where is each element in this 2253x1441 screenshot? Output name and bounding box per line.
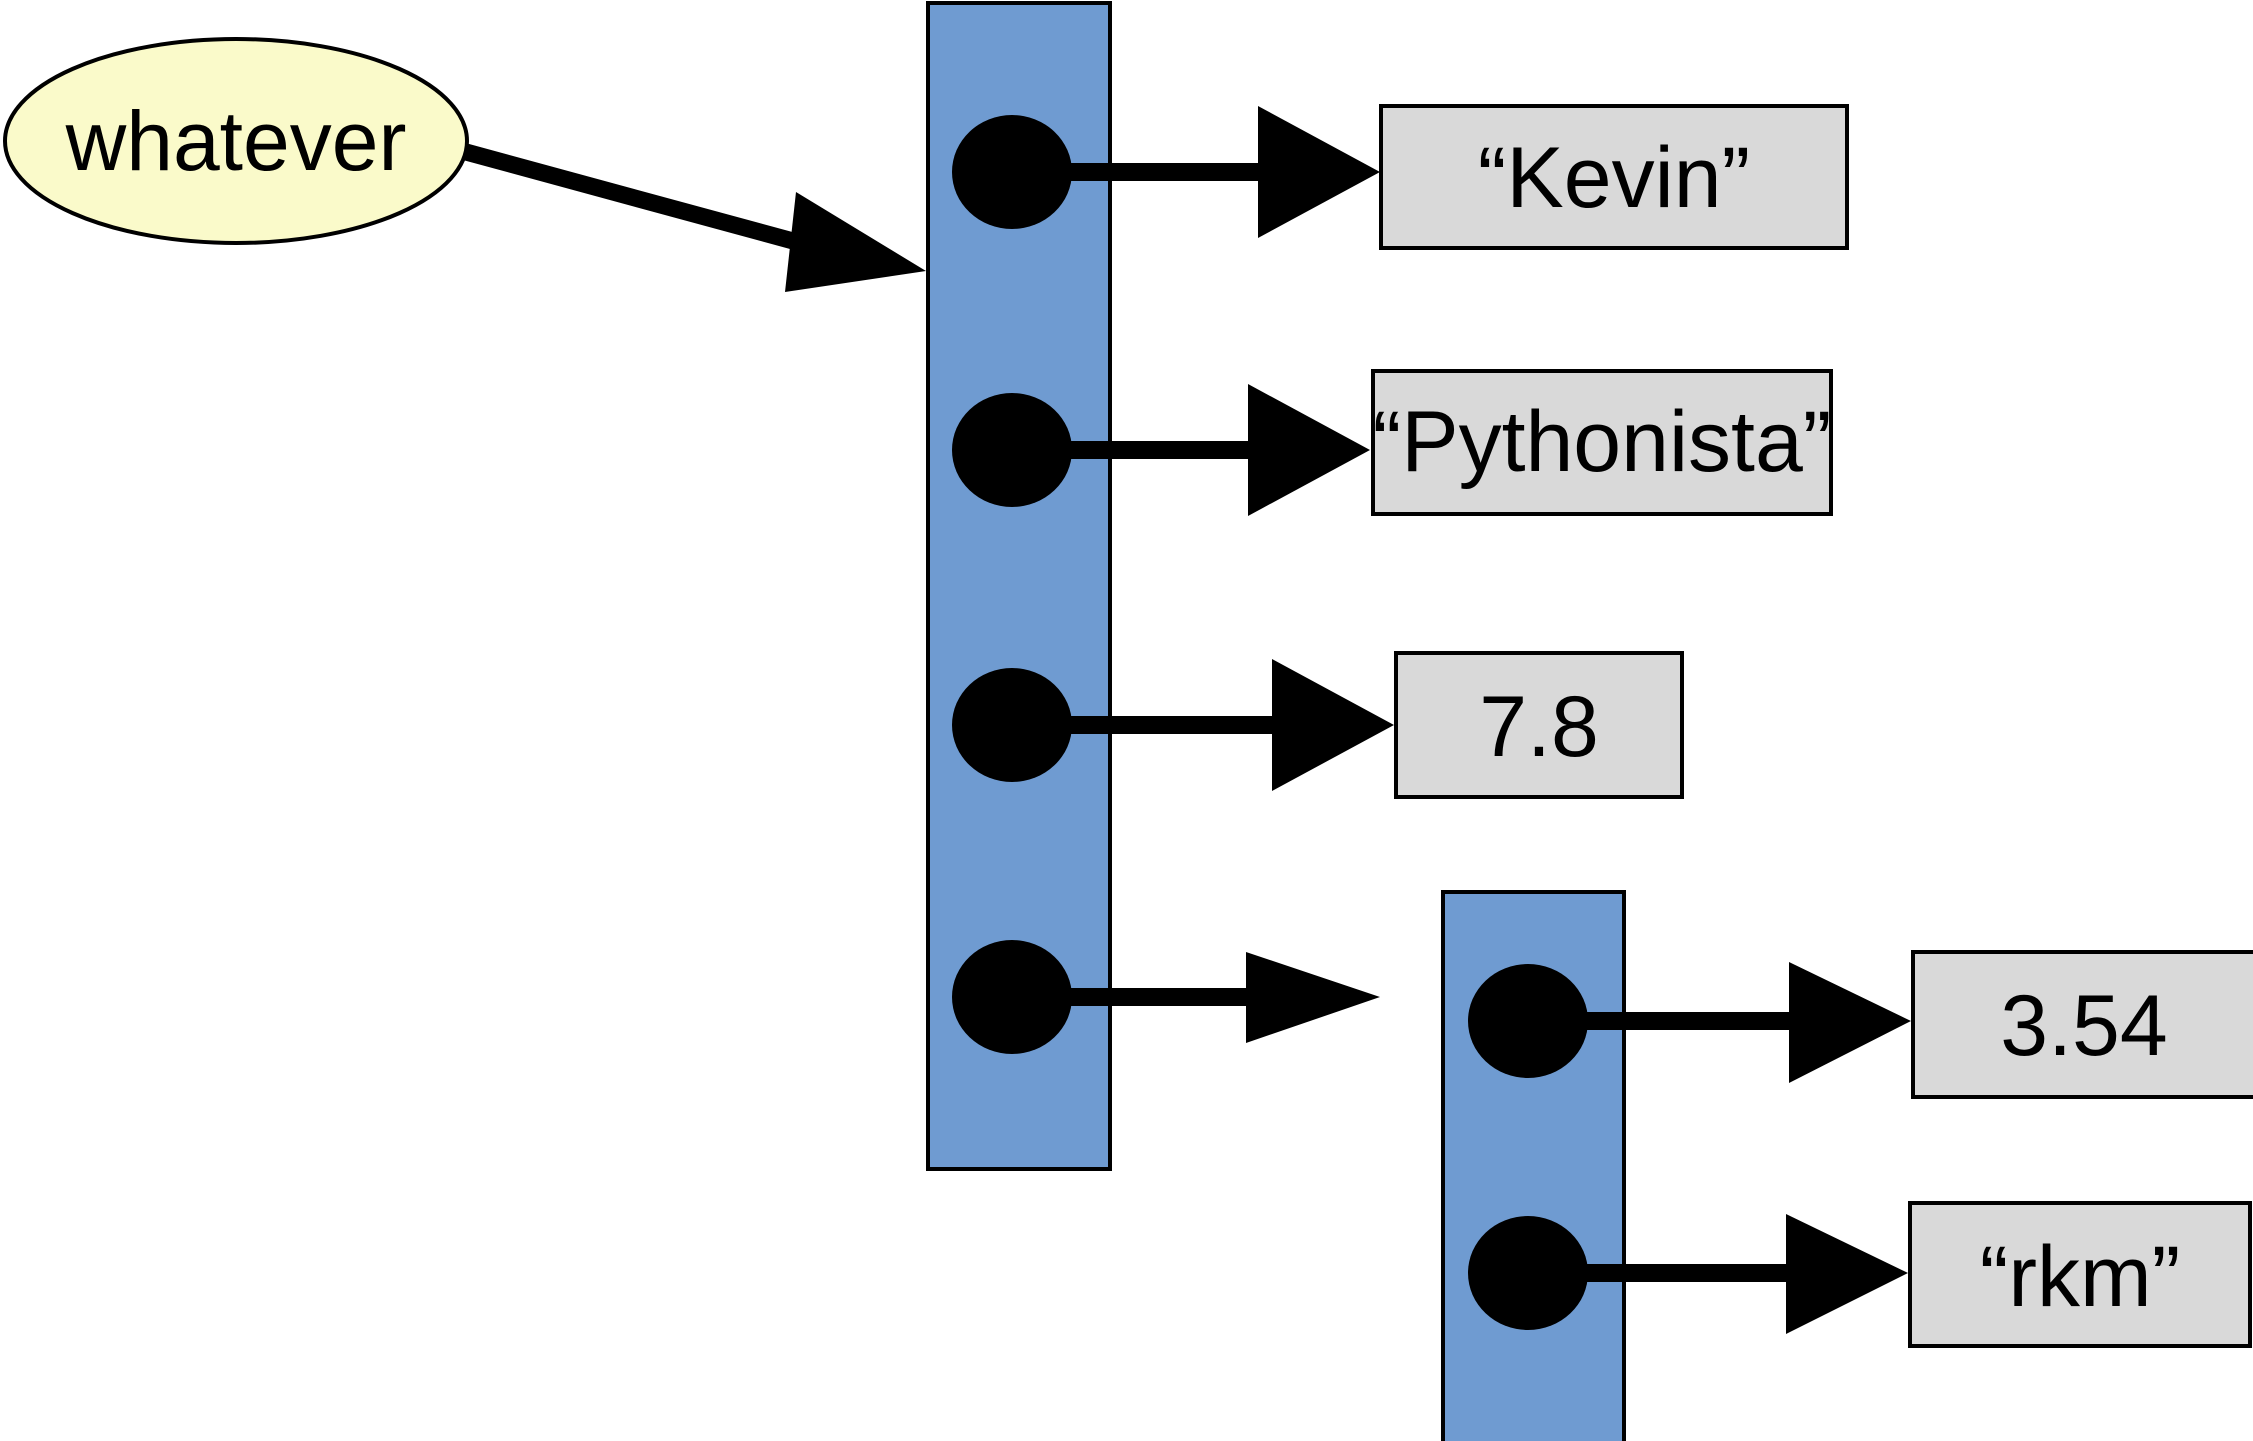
node-0-dot[interactable] bbox=[952, 115, 1072, 229]
node-3-dot[interactable] bbox=[952, 940, 1072, 1054]
value-78-rect bbox=[1394, 651, 1684, 799]
node-2-dot[interactable] bbox=[952, 668, 1072, 782]
node-1-group[interactable] bbox=[952, 384, 1370, 516]
variable-label: whatever bbox=[65, 94, 407, 188]
value-box-kevin[interactable]: “Kevin” bbox=[1379, 104, 1849, 250]
edge-variable-line bbox=[463, 143, 829, 259]
edge-variable-arrowhead bbox=[785, 192, 926, 292]
edge-node4-arrowhead bbox=[1789, 962, 1911, 1083]
node-4-group[interactable] bbox=[1468, 962, 1911, 1083]
value-box-rkm[interactable]: “rkm” bbox=[1908, 1201, 2252, 1348]
variable-whatever[interactable]: whatever bbox=[3, 37, 469, 245]
value-pythonista-rect bbox=[1371, 369, 1833, 516]
node-4-dot[interactable] bbox=[1468, 964, 1588, 1078]
edge-variable-to-outer-list bbox=[463, 143, 926, 292]
edge-node0-arrowhead bbox=[1258, 106, 1380, 238]
node-3-group[interactable] bbox=[952, 940, 1380, 1054]
node-5-dot[interactable] bbox=[1468, 1216, 1588, 1330]
node-0-group[interactable] bbox=[952, 106, 1380, 238]
value-kevin-label: “Kevin” bbox=[1478, 130, 1750, 226]
edge-node2-arrowhead bbox=[1272, 659, 1394, 791]
node-1-dot[interactable] bbox=[952, 393, 1072, 507]
edge-node3-arrowhead bbox=[1246, 952, 1380, 1043]
node-5-group[interactable] bbox=[1468, 1214, 1908, 1334]
value-rkm-label: “rkm” bbox=[1980, 1229, 2181, 1325]
value-box-78[interactable]: 7.8 bbox=[1394, 651, 1684, 799]
value-box-354[interactable]: 3.54 bbox=[1911, 950, 2253, 1099]
edge-node1-arrowhead bbox=[1248, 384, 1370, 516]
value-pythonista-label: “Pythonista” bbox=[1373, 394, 1832, 490]
edge-node5-arrowhead bbox=[1786, 1214, 1908, 1334]
variable-ellipse-shape bbox=[3, 37, 469, 245]
value-354-rect bbox=[1911, 950, 2253, 1099]
value-box-pythonista[interactable]: “Pythonista” bbox=[1371, 369, 1833, 516]
value-kevin-rect bbox=[1379, 104, 1849, 250]
node-2-group[interactable] bbox=[952, 659, 1394, 791]
value-354-label: 3.54 bbox=[2000, 978, 2167, 1074]
value-rkm-rect bbox=[1908, 1201, 2252, 1348]
value-78-label: 7.8 bbox=[1479, 679, 1599, 775]
